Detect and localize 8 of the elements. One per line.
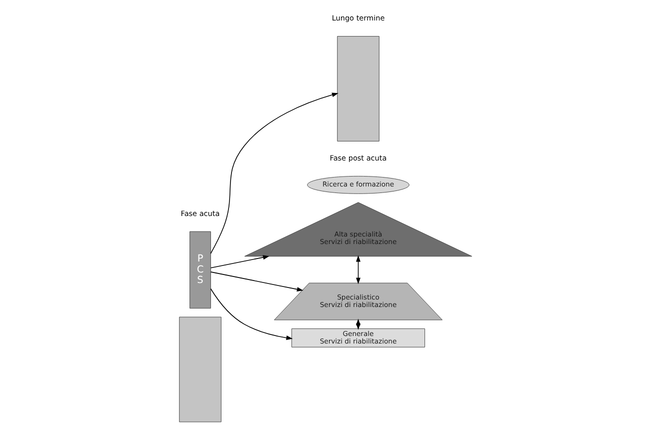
node-box: P C S [190, 231, 211, 309]
arrow [210, 92, 338, 254]
arrow [210, 255, 270, 268]
arrow [210, 272, 304, 292]
arrow [356, 255, 360, 284]
arrow [210, 288, 293, 340]
node-box [337, 36, 380, 142]
node-box [179, 316, 222, 422]
